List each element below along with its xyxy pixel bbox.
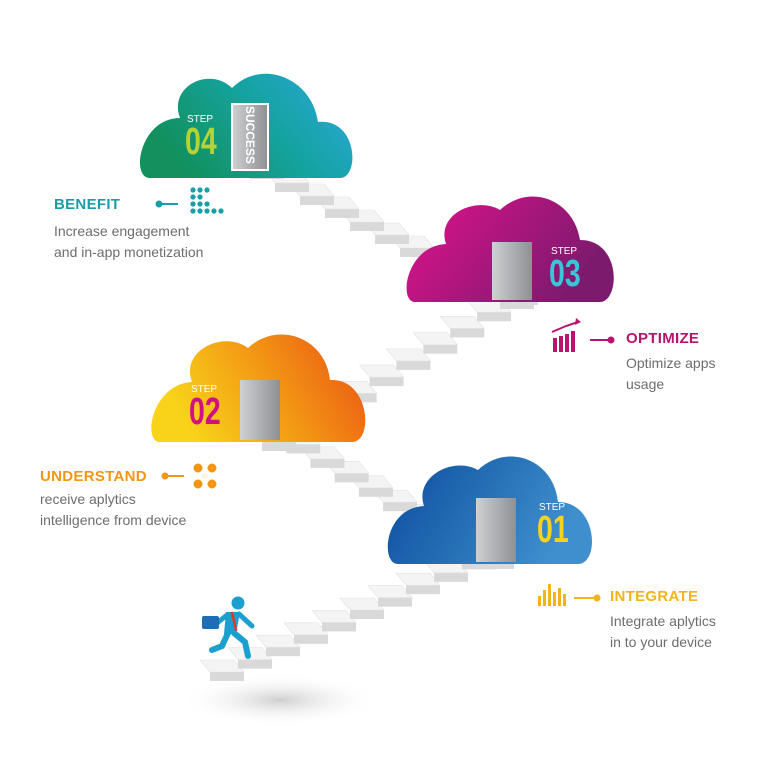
understand-description-line-2: intelligence from device [40,512,187,528]
stair-step [311,610,357,623]
step-number: 04 [185,121,217,163]
step-word: STEP [190,384,218,395]
integrate-description-line-1: Integrate aplytics [610,613,716,629]
stair-riser [350,222,384,231]
running-person [202,596,255,659]
stair-riser [262,442,296,451]
benefit-description-line-1: Increase engagement [54,223,190,239]
stair-riser [286,444,321,454]
door-02 [240,380,280,440]
stair-riser [300,196,334,205]
understand-description-line-1: receive aplytics [40,491,136,507]
step-01-badge: STEP 01 [532,502,572,551]
step-02-badge: STEP 02 [184,384,224,433]
stair-riser [383,502,418,512]
stair-riser [238,659,272,669]
optimize-description-line-1: Optimize apps [626,355,716,371]
optimize-description-line-2: usage [626,376,665,392]
stair-riser [325,209,359,218]
stair-step [367,585,413,598]
step-number: 02 [189,391,221,433]
stair-riser [400,248,434,257]
success-sign: SUCCESS [243,105,257,164]
stair-riser [294,634,328,644]
optimize-caption: OPTIMIZE Optimize apps usage [626,330,715,395]
flower-icon [193,463,217,489]
integrate-caption: INTEGRATE Integrate aplytics in to your … [610,588,716,653]
connectors [155,200,615,602]
cloud-step-01 [387,456,592,564]
step-word: STEP [538,502,566,513]
stair-step [283,622,329,636]
integrate-description-line-2: in to your device [610,634,712,650]
integrate-title: INTEGRATE [610,588,699,605]
stair-riser [369,377,404,387]
step-word: STEP [550,246,578,257]
stair-riser [406,585,440,595]
stair-step [199,659,245,673]
stair-riser [358,487,393,497]
briefcase-icon [202,616,219,629]
cloud-step-03 [406,196,614,302]
understand-title: UNDERSTAND [40,468,147,485]
success-door [232,104,268,170]
ground-shadow [180,674,380,726]
stair-riser [423,344,458,354]
step-number: 01 [537,509,569,551]
door-03 [492,242,532,300]
stair-riser [462,560,496,570]
benefit-title: BENEFIT [54,196,121,213]
stair-step [358,364,405,378]
stair-riser [210,672,244,681]
equalizer-icon [538,584,566,606]
stair-riser [350,610,384,619]
benefit-description-line-2: and in-app monetization [54,244,204,260]
stair-step [255,634,301,648]
stair-riser [310,458,345,468]
cloud-step-04 [140,73,353,178]
stair-riser [477,312,512,322]
stair-riser [375,235,409,244]
dot-network-icon [190,187,224,214]
stair-riser [378,597,412,607]
stair-step [439,316,485,329]
bar-growth-icon [551,318,581,352]
stair-step [385,348,432,362]
stair-riser [450,328,485,338]
step-word: STEP [186,114,214,125]
door-01 [476,498,516,562]
stair-step [412,332,458,345]
stair-riser [434,572,468,582]
step-04-badge: STEP 04 [180,114,220,163]
stair-riser [334,473,369,483]
stair-riser [396,360,431,370]
stair-riser [480,560,514,569]
step-03-badge: STEP 03 [544,246,584,295]
step-number: 03 [549,253,581,295]
optimize-title: OPTIMIZE [626,330,700,347]
understand-caption: UNDERSTAND receive aplytics intelligence… [40,468,186,531]
cloud-step-02 [151,334,366,442]
benefit-caption: BENEFIT Increase engagement and in-app m… [54,196,203,263]
stair-riser [275,183,309,192]
stair-step [339,597,385,611]
stair-riser [500,300,534,309]
stair-riser [266,647,300,657]
stair-step [395,572,441,586]
stair-riser [322,622,356,632]
